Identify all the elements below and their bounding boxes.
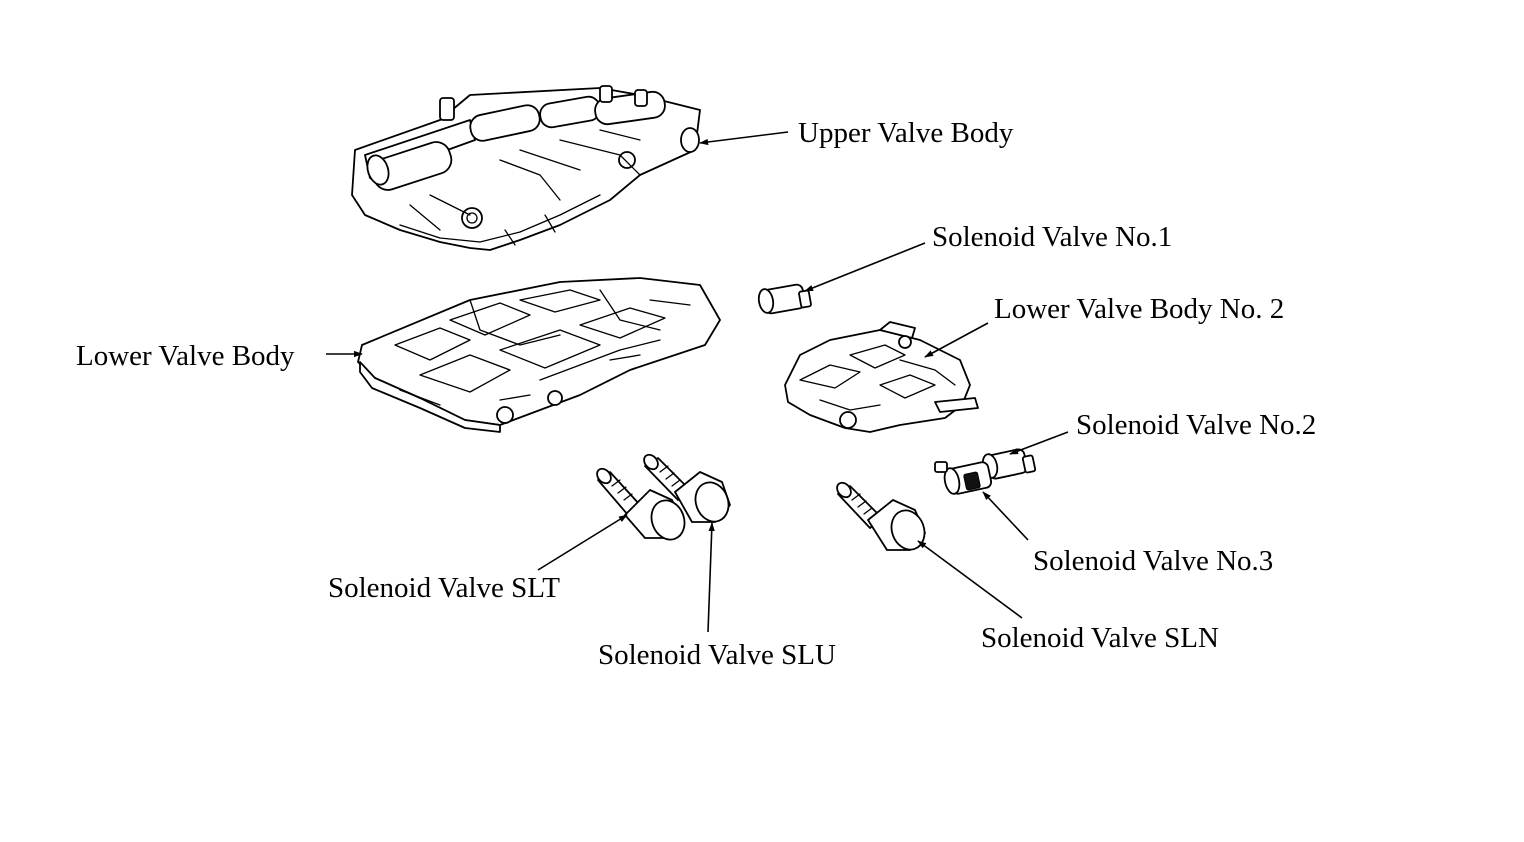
leader-upper-valve-body [699, 131, 789, 146]
leader-lower-valve-body-no2 [924, 322, 989, 358]
leader-solenoid-slu [707, 522, 715, 633]
lower-valve-body-no2-drawing [784, 321, 979, 433]
label-lower-valve-body-no2: Lower Valve Body No. 2 [994, 293, 1284, 325]
label-solenoid-no2: Solenoid Valve No.2 [1076, 409, 1316, 441]
label-solenoid-no3: Solenoid Valve No.3 [1033, 545, 1273, 577]
lower-valve-body-drawing [357, 277, 721, 433]
label-lower-valve-body: Lower Valve Body [76, 340, 295, 372]
leader-solenoid-slt [537, 514, 628, 571]
label-solenoid-sln: Solenoid Valve SLN [981, 622, 1219, 654]
upper-valve-body-drawing [351, 85, 701, 251]
solenoid-no2-drawing [981, 448, 1037, 480]
solenoid-no1-drawing [757, 283, 812, 315]
leader-solenoid-no3 [982, 491, 1029, 541]
leader-solenoid-sln [917, 540, 1023, 619]
solenoid-slt-drawing [596, 467, 686, 541]
solenoid-no3-drawing [934, 461, 993, 495]
label-solenoid-slu: Solenoid Valve SLU [598, 639, 836, 671]
label-upper-valve-body: Upper Valve Body [798, 117, 1014, 149]
leader-solenoid-no2 [1009, 431, 1069, 455]
solenoid-sln-drawing [836, 481, 926, 551]
leader-solenoid-no1 [804, 242, 926, 292]
solenoid-slu-drawing [643, 453, 731, 523]
label-solenoid-slt: Solenoid Valve SLT [328, 572, 560, 604]
label-solenoid-no1: Solenoid Valve No.1 [932, 221, 1172, 253]
